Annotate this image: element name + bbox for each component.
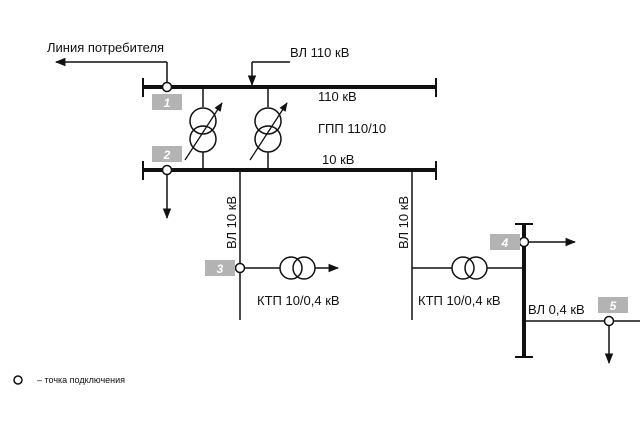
svg-text:3: 3 [217, 262, 224, 276]
transformer-t1 [184, 87, 223, 170]
vl-04kv [524, 320, 640, 365]
incoming-vl-110kv [247, 61, 290, 87]
legend: – точка подключения [13, 375, 125, 385]
connection-point-2 [161, 164, 173, 176]
ktp-right-label: КТП 10/0,4 кВ [418, 293, 501, 308]
badge-5: 5 [598, 297, 628, 313]
bus-110kv-label: 110 кВ [318, 89, 357, 104]
svg-text:5: 5 [610, 299, 617, 313]
connection-points [161, 81, 615, 327]
ktp-left-label: КТП 10/0,4 кВ [257, 293, 340, 308]
vl-10kv-right [411, 170, 524, 320]
consumer-line [54, 57, 168, 87]
vl-10kv-left-label: ВЛ 10 кВ [224, 196, 239, 249]
gpp-label: ГПП 110/10 [318, 121, 386, 136]
transformer-t2 [249, 87, 288, 170]
badge-2: 2 [152, 146, 182, 162]
bus-110kv [142, 78, 437, 97]
bus-10kv [142, 161, 437, 180]
badge-1: 1 [152, 94, 182, 110]
vl-110kv-label: ВЛ 110 кВ [290, 45, 349, 60]
legend-connection-point-icon [13, 375, 23, 385]
legend-text: – точка подключения [37, 375, 125, 385]
connection-point-3 [234, 262, 246, 274]
svg-text:4: 4 [501, 236, 509, 250]
vl-10kv-left [239, 170, 340, 320]
svg-text:1: 1 [164, 96, 171, 110]
badge-4: 4 [490, 234, 520, 250]
connection-point-4 [518, 236, 530, 248]
connection-point-5 [603, 315, 615, 327]
svg-text:2: 2 [163, 148, 171, 162]
connection-point-1 [161, 81, 173, 93]
consumer-line-label: Линия потребителя [47, 40, 164, 55]
vl-04kv-label: ВЛ 0,4 кВ [528, 302, 585, 317]
vl-10kv-right-label: ВЛ 10 кВ [396, 196, 411, 249]
badge-3: 3 [205, 260, 235, 276]
bus-10kv-label: 10 кВ [322, 152, 354, 167]
